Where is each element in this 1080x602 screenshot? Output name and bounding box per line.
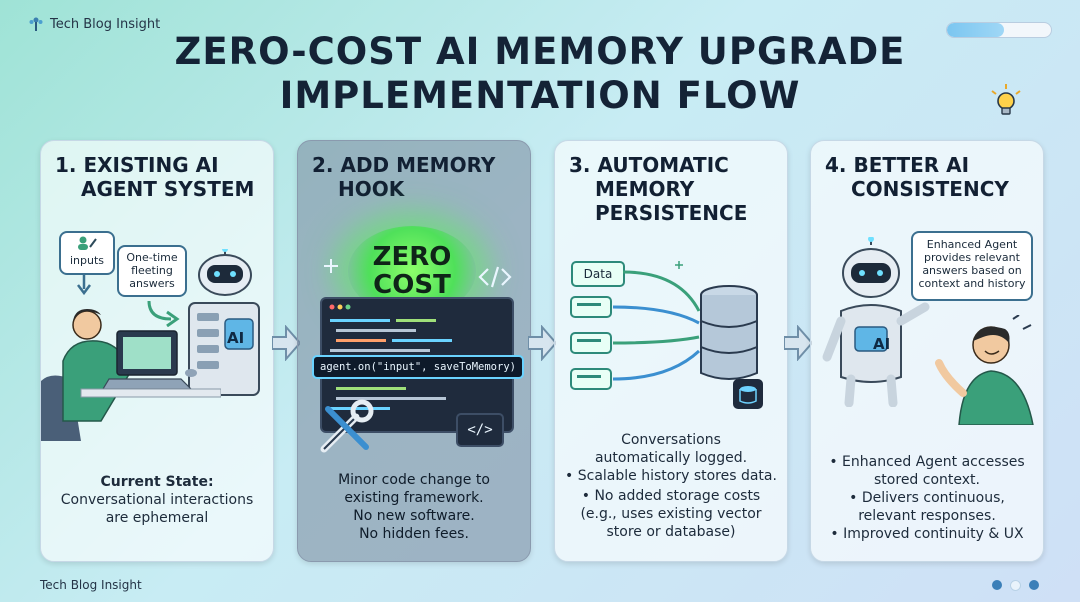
footer-brand: Tech Blog Insight <box>40 578 142 592</box>
bubble-line-4: context and history <box>918 277 1026 290</box>
pagination-dot[interactable] <box>1029 580 1039 590</box>
step-3-title-line-2: MEMORY <box>595 177 695 201</box>
step-card-4: 4. BETTER AI CONSISTENCY Enhanced Agent … <box>810 140 1044 562</box>
inputs-label: inputs <box>69 254 105 267</box>
step-1-text: Current State: Conversational interactio… <box>49 473 265 527</box>
data-tag: Data <box>571 261 625 287</box>
robot-icon <box>188 249 260 396</box>
step-4-title: 4. BETTER AI CONSISTENCY <box>825 153 1033 201</box>
badge-line-2: COST <box>373 270 451 300</box>
arrow-right-icon <box>784 325 812 361</box>
tree-logo-icon <box>29 17 43 31</box>
state-heading: Current State: <box>100 474 214 490</box>
step-1-title-line-2: AGENT SYSTEM <box>81 177 255 201</box>
step-1-title-line-1: 1. EXISTING AI <box>55 153 219 177</box>
title-line-2: IMPLEMENTATION FLOW <box>279 74 801 117</box>
step-4-line-3: • Delivers continuous, <box>849 490 1005 506</box>
step-3-line-3: • Scalable history stores data. <box>565 468 777 484</box>
code-lines <box>329 304 452 410</box>
answers-line-3: answers <box>129 277 175 290</box>
answers-line-2: fleeting <box>131 264 173 277</box>
step-2-title-line-1: 2. ADD MEMORY <box>312 153 496 177</box>
code-icon <box>478 266 512 288</box>
step-4-line-5: • Improved continuity & UX <box>830 526 1024 542</box>
step-2-title: 2. ADD MEMORY HOOK <box>312 153 520 201</box>
step-4-title-line-2: CONSISTENCY <box>851 177 1009 201</box>
brand: Tech Blog Insight <box>28 16 160 32</box>
step-2-title-line-2: HOOK <box>338 177 405 201</box>
step-2-line-3: No new software. <box>353 508 475 524</box>
badge-line-1: ZERO <box>372 242 452 272</box>
step-3-title-line-1: 3. AUTOMATIC <box>569 153 729 177</box>
step-2-line-1: Minor code change to <box>338 472 490 488</box>
page-title: ZERO-COST AI MEMORY UPGRADE IMPLEMENTATI… <box>0 30 1080 118</box>
person-icon <box>935 315 1034 425</box>
inputs-bubble: inputs <box>59 231 115 275</box>
step-3-line-4: • No added storage costs <box>581 488 761 504</box>
step-3-line-2: automatically logged. <box>594 450 748 466</box>
arrow-right-icon <box>272 325 300 361</box>
pagination-dots <box>992 580 1039 591</box>
pagination-dot[interactable] <box>992 580 1002 590</box>
arrow-right-icon <box>528 325 556 361</box>
bubble-line-1: Enhanced Agent <box>926 238 1018 251</box>
person-icon <box>78 236 97 250</box>
database-icon <box>700 285 758 380</box>
enhanced-agent-bubble: Enhanced Agent provides relevant answers… <box>911 231 1033 301</box>
step-2-line-2: existing framework. <box>344 490 484 506</box>
data-flow-diagram <box>570 261 763 409</box>
lightbulb-icon <box>991 84 1021 115</box>
step-3-title-line-3: PERSISTENCE <box>595 201 748 225</box>
title-line-1: ZERO-COST AI MEMORY UPGRADE <box>174 30 906 73</box>
state-line-2: are ephemeral <box>105 510 209 526</box>
answers-line-1: One-time <box>126 251 178 264</box>
step-2-text: Minor code change to existing framework.… <box>306 471 522 543</box>
sparkle-icon <box>324 259 338 273</box>
bubble-line-2: provides relevant <box>924 251 1020 264</box>
robot-icon <box>822 237 930 407</box>
step-card-3: 3. AUTOMATIC MEMORY PERSISTENCE Data Con… <box>554 140 788 562</box>
arrow-down-icon <box>77 273 91 296</box>
step-3-line-5: (e.g., uses existing vector <box>580 506 762 522</box>
code-tag-icon: </> <box>456 413 504 447</box>
step-4-title-line-1: 4. BETTER AI <box>825 153 970 177</box>
step-1-title: 1. EXISTING AI AGENT SYSTEM <box>55 153 263 201</box>
step-3-text: Conversations automatically logged. • Sc… <box>563 431 779 541</box>
robot-ai-label: AI <box>227 329 245 347</box>
step-3-line-6: store or database) <box>606 524 736 540</box>
wrench-icon <box>320 399 374 453</box>
brand-name: Tech Blog Insight <box>50 16 161 32</box>
person-laptop-icon <box>41 309 221 441</box>
progress-fill <box>947 23 1005 37</box>
state-line-1: Conversational interactions <box>60 492 254 508</box>
step-card-1: 1. EXISTING AI AGENT SYSTEM inputs One-t… <box>40 140 274 562</box>
robot-ai-label: AI <box>873 335 891 353</box>
step-3-title: 3. AUTOMATIC MEMORY PERSISTENCE <box>569 153 777 225</box>
curved-arrow-icon <box>147 300 180 327</box>
answers-bubble: One-time fleeting answers <box>117 245 187 297</box>
step-4-line-2: stored context. <box>874 472 980 488</box>
step-3-line-1: Conversations <box>621 432 721 448</box>
step-2-line-4: No hidden fees. <box>359 526 469 542</box>
pagination-dot[interactable] <box>1010 580 1021 591</box>
step-4-line-1: • Enhanced Agent accesses <box>829 454 1025 470</box>
progress-bar <box>946 22 1052 38</box>
step-card-2: 2. ADD MEMORY HOOK ZERO COST agent.on("i… <box>297 140 531 562</box>
bubble-line-3: answers based on <box>922 264 1022 277</box>
step-4-line-4: relevant responses. <box>858 508 996 524</box>
step-4-text: • Enhanced Agent accesses stored context… <box>819 453 1035 543</box>
code-snippet: agent.on("input", saveToMemory) <box>312 355 524 379</box>
